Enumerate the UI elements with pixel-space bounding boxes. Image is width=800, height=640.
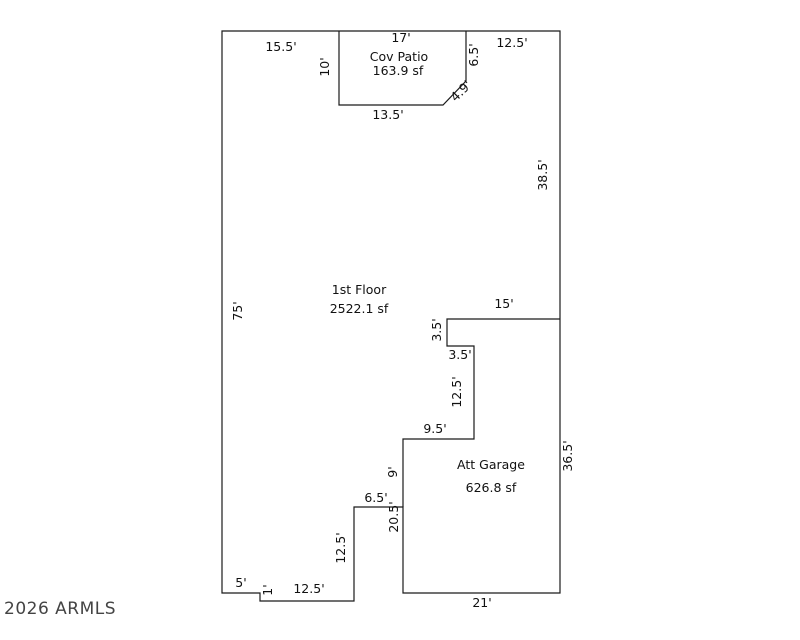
dim-patio-left: 10' bbox=[317, 57, 332, 76]
dim-notch-horizontal: 3.5' bbox=[448, 347, 471, 362]
dim-bottom-jog: 1' bbox=[260, 584, 275, 595]
dim-patio-top: 17' bbox=[391, 30, 410, 45]
dim-top-right: 12.5' bbox=[496, 35, 527, 50]
dim-lower-vertical: 12.5' bbox=[333, 532, 348, 563]
dim-bottom-left: 5' bbox=[235, 575, 246, 590]
dim-garage-top: 15' bbox=[494, 296, 513, 311]
first-floor-outline bbox=[221, 30, 561, 602]
dim-garage-right: 36.5' bbox=[560, 440, 575, 471]
dim-small-horizontal: 6.5' bbox=[364, 490, 387, 505]
dim-garage-bottom: 21' bbox=[472, 595, 491, 610]
dim-top-left: 15.5' bbox=[265, 39, 296, 54]
patio-outline bbox=[338, 31, 467, 106]
dim-patio-right: 6.5' bbox=[466, 43, 481, 66]
copyright-watermark: 2026 ARMLS bbox=[4, 599, 117, 619]
garage-name: Att Garage bbox=[457, 457, 525, 472]
dim-notch-vertical: 3.5' bbox=[429, 318, 444, 341]
dim-garage-left-lower: 20.5' bbox=[386, 501, 401, 532]
dim-step-vertical: 12.5' bbox=[449, 376, 464, 407]
garage-wall bbox=[402, 318, 560, 507]
dim-garage-left-upper: 9' bbox=[385, 466, 400, 477]
first-floor-area: 2522.1 sf bbox=[330, 301, 389, 316]
dim-right-upper: 38.5' bbox=[535, 159, 550, 190]
patio-area: 163.9 sf bbox=[373, 63, 424, 78]
dim-left-side: 75' bbox=[230, 301, 245, 320]
dim-patio-diagonal: 4.9' bbox=[447, 77, 474, 104]
garage-area: 626.8 sf bbox=[466, 480, 517, 495]
dim-step-horizontal: 9.5' bbox=[423, 421, 446, 436]
patio-name: Cov Patio bbox=[370, 49, 428, 64]
dim-patio-bottom: 13.5' bbox=[372, 107, 403, 122]
dim-bottom-middle: 12.5' bbox=[293, 581, 324, 596]
first-floor-name: 1st Floor bbox=[332, 282, 387, 297]
